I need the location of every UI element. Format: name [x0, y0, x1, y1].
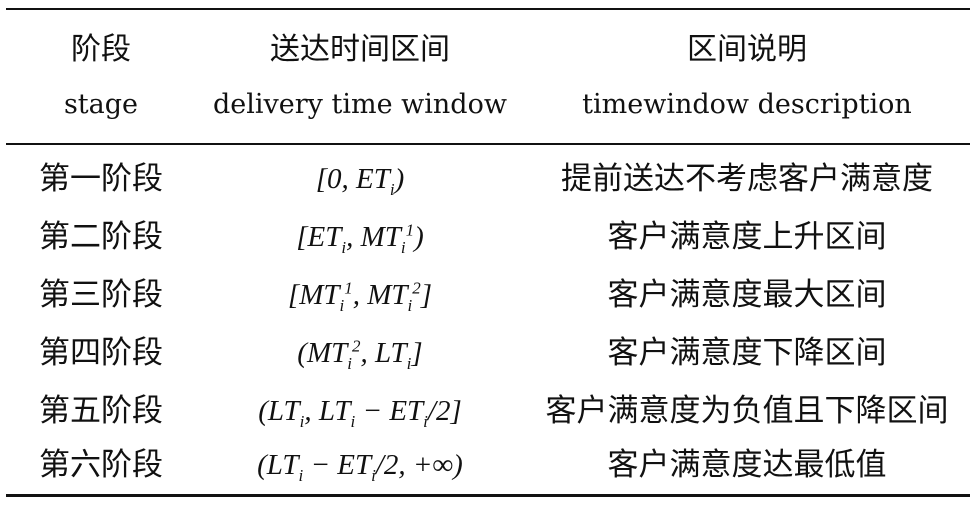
- table-row: 第一阶段 [0, ETi) 提前送达不考虑客户满意度: [6, 150, 970, 208]
- header-stage-en: stage: [63, 89, 139, 120]
- description-cell: 客户满意度为负值且下降区间: [545, 393, 949, 429]
- window-cell: [MTi1, MTi2]: [287, 278, 433, 315]
- window-cell: (LTi, LTi − ETi/2]: [258, 395, 462, 431]
- stage-cell: 第五阶段: [39, 393, 163, 429]
- header-description-en: timewindow description: [582, 89, 912, 120]
- header-window-en: delivery time window: [213, 89, 507, 120]
- delivery-time-window-table: 阶段 送达时间区间 区间说明 stage delivery time windo…: [6, 8, 970, 504]
- table-row: 第三阶段 [MTi1, MTi2] 客户满意度最大区间: [6, 266, 970, 324]
- stage-cell: 第四阶段: [39, 335, 163, 371]
- table-row: 第六阶段 (LTi − ETi/2, +∞) 客户满意度达最低值: [6, 436, 970, 494]
- description-cell: 客户满意度下降区间: [607, 335, 887, 371]
- description-cell: 提前送达不考虑客户满意度: [561, 161, 933, 197]
- stage-cell: 第六阶段: [39, 447, 163, 483]
- description-cell: 客户满意度达最低值: [607, 447, 887, 483]
- stage-cell: 第二阶段: [39, 219, 163, 255]
- table-row: 第二阶段 [ETi, MTi1) 客户满意度上升区间: [6, 208, 970, 266]
- description-cell: 客户满意度最大区间: [607, 277, 887, 313]
- table-top-rule: [6, 8, 970, 10]
- stage-cell: 第一阶段: [39, 161, 163, 197]
- table-row: 第四阶段 (MTi2, LTi] 客户满意度下降区间: [6, 324, 970, 382]
- table-bottom-rule: [6, 494, 970, 497]
- header-separator-rule: [6, 143, 970, 145]
- window-cell: [0, ETi): [315, 163, 405, 199]
- table-row: 第五阶段 (LTi, LTi − ETi/2] 客户满意度为负值且下降区间: [6, 382, 970, 440]
- header-description-cn: 区间说明: [687, 32, 807, 67]
- stage-cell: 第三阶段: [39, 277, 163, 313]
- window-cell: (LTi − ETi/2, +∞): [257, 449, 463, 485]
- window-cell: (MTi2, LTi]: [297, 336, 423, 373]
- header-window-cn: 送达时间区间: [270, 32, 450, 67]
- window-cell: [ETi, MTi1): [296, 220, 424, 257]
- header-stage-cn: 阶段: [71, 32, 131, 67]
- description-cell: 客户满意度上升区间: [607, 219, 887, 255]
